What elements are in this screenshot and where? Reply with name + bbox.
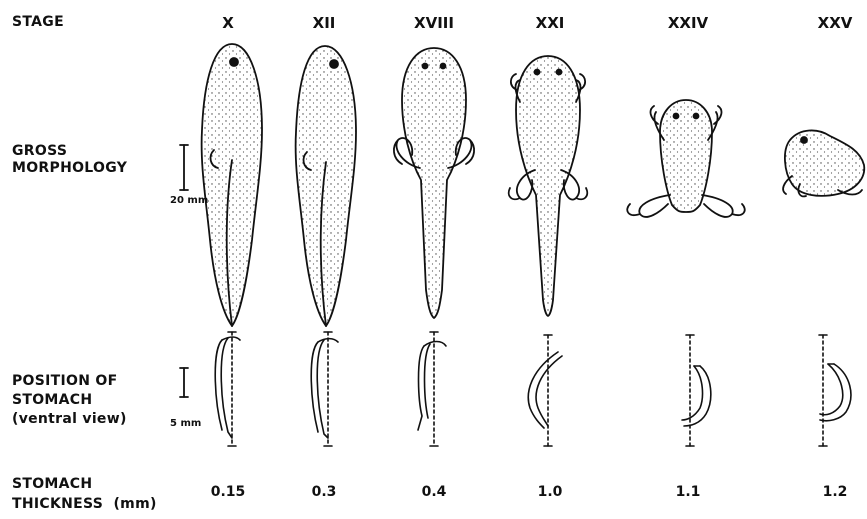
stomach-xxi [528, 335, 562, 446]
tadpole-stage-xii [296, 46, 356, 326]
gross-scale-bar [180, 145, 188, 190]
tadpole-stage-xviii [394, 48, 474, 318]
stomach-xviii [418, 332, 446, 446]
stomach-scale-bar [180, 368, 188, 397]
froglet-stage-xxiv [627, 100, 745, 217]
stomach-x [215, 332, 240, 446]
tadpole-stage-x [202, 44, 262, 326]
stomach-xxv [819, 335, 851, 446]
tadpole-stage-xxi [509, 56, 588, 316]
stomach-xii [311, 332, 338, 446]
stomach-xxiv [682, 335, 711, 446]
frog-stage-xxv [783, 130, 864, 196]
